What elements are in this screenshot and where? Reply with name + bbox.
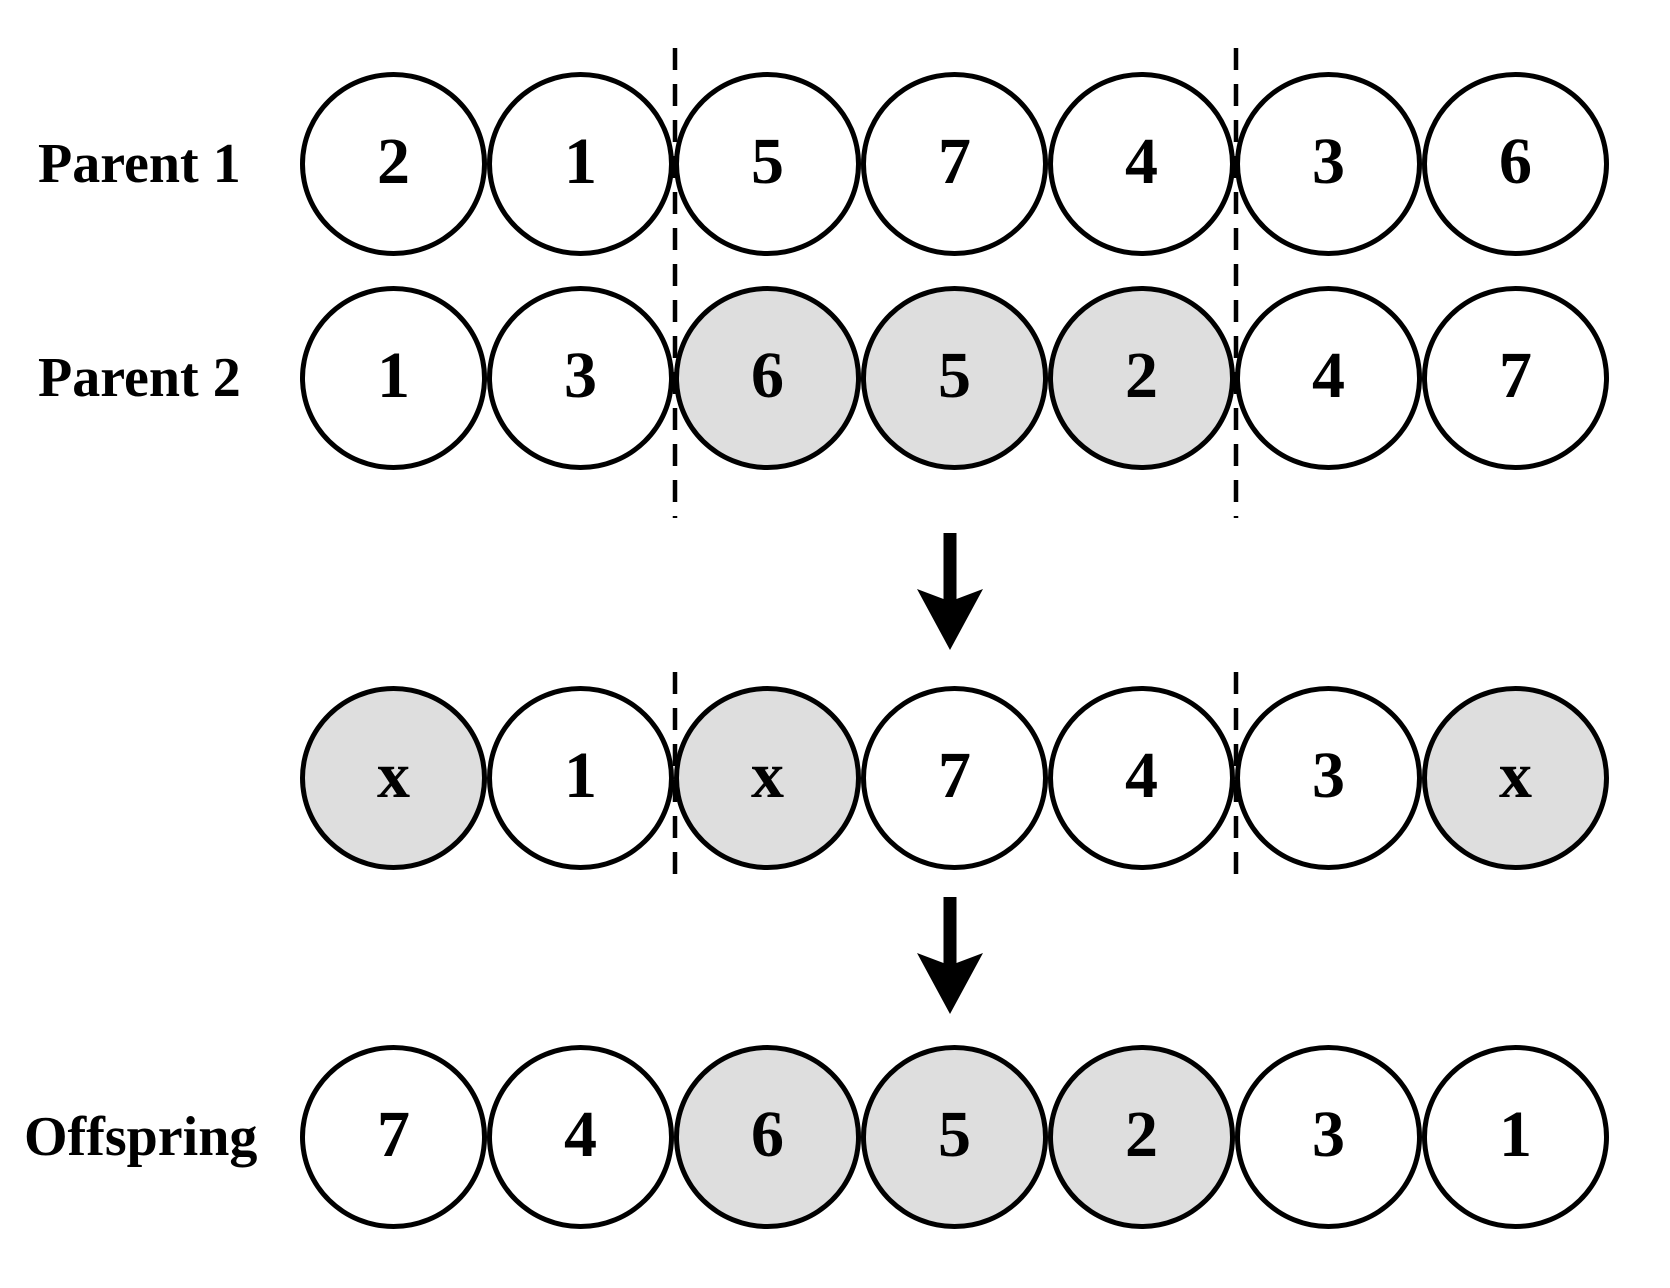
gene-circle: 3 [1235, 686, 1422, 870]
chromosome-row-parent2: 1 3 6 5 2 4 7 [300, 286, 1609, 470]
gene-circle: 5 [674, 72, 861, 256]
gene-value: 6 [751, 1098, 784, 1171]
gene-circle: 7 [861, 72, 1048, 256]
down-arrow-icon [917, 533, 983, 650]
gene-value: 1 [1499, 1098, 1532, 1171]
gene-circle: 3 [487, 286, 674, 470]
gene-value: x [1499, 739, 1532, 812]
gene-circle: 1 [487, 72, 674, 256]
gene-circle: x [1422, 686, 1609, 870]
gene-value: 7 [377, 1098, 410, 1171]
gene-circle: 3 [1235, 1045, 1422, 1229]
gene-circle: 4 [487, 1045, 674, 1229]
gene-value: 6 [751, 339, 784, 412]
gene-circle: 2 [1048, 286, 1235, 470]
gene-value: 4 [564, 1098, 597, 1171]
gene-value: 3 [564, 339, 597, 412]
gene-circle: 4 [1235, 286, 1422, 470]
gene-value: 7 [938, 739, 971, 812]
gene-value: 5 [751, 125, 784, 198]
gene-circle: 2 [1048, 1045, 1235, 1229]
gene-circle: 6 [674, 1045, 861, 1229]
gene-circle: 2 [300, 72, 487, 256]
gene-value: 3 [1312, 125, 1345, 198]
gene-circle: 5 [861, 286, 1048, 470]
gene-value: 6 [1499, 125, 1532, 198]
gene-value: 2 [1125, 1098, 1158, 1171]
gene-value: 1 [564, 125, 597, 198]
gene-value: 3 [1312, 739, 1345, 812]
gene-circle: 6 [1422, 72, 1609, 256]
gene-value: 7 [938, 125, 971, 198]
gene-circle: 3 [1235, 72, 1422, 256]
row-label-parent1: Parent 1 [38, 133, 241, 195]
gene-value: 4 [1125, 125, 1158, 198]
gene-circle: 4 [1048, 686, 1235, 870]
gene-circle: x [674, 686, 861, 870]
gene-circle: 1 [1422, 1045, 1609, 1229]
gene-value: 7 [1499, 339, 1532, 412]
gene-circle: 6 [674, 286, 861, 470]
gene-value: 4 [1125, 739, 1158, 812]
gene-value: 5 [938, 339, 971, 412]
chromosome-row-offspring: 7 4 6 5 2 3 1 [300, 1045, 1609, 1229]
gene-circle: 1 [487, 686, 674, 870]
gene-value: 2 [377, 125, 410, 198]
gene-value: x [377, 739, 410, 812]
gene-circle: 7 [300, 1045, 487, 1229]
gene-value: 5 [938, 1098, 971, 1171]
chromosome-row-intermediate: x 1 x 7 4 3 x [300, 686, 1609, 870]
gene-circle: 5 [861, 1045, 1048, 1229]
gene-circle: 1 [300, 286, 487, 470]
row-label-parent2: Parent 2 [38, 347, 241, 409]
gene-value: 2 [1125, 339, 1158, 412]
down-arrow-icon [917, 897, 983, 1014]
gene-circle: 7 [1422, 286, 1609, 470]
row-label-offspring: Offspring [24, 1106, 258, 1168]
gene-circle: x [300, 686, 487, 870]
gene-circle: 7 [861, 686, 1048, 870]
gene-value: 1 [564, 739, 597, 812]
chromosome-row-parent1: 2 1 5 7 4 3 6 [300, 72, 1609, 256]
gene-value: x [751, 739, 784, 812]
gene-value: 4 [1312, 339, 1345, 412]
gene-value: 1 [377, 339, 410, 412]
gene-circle: 4 [1048, 72, 1235, 256]
gene-value: 3 [1312, 1098, 1345, 1171]
